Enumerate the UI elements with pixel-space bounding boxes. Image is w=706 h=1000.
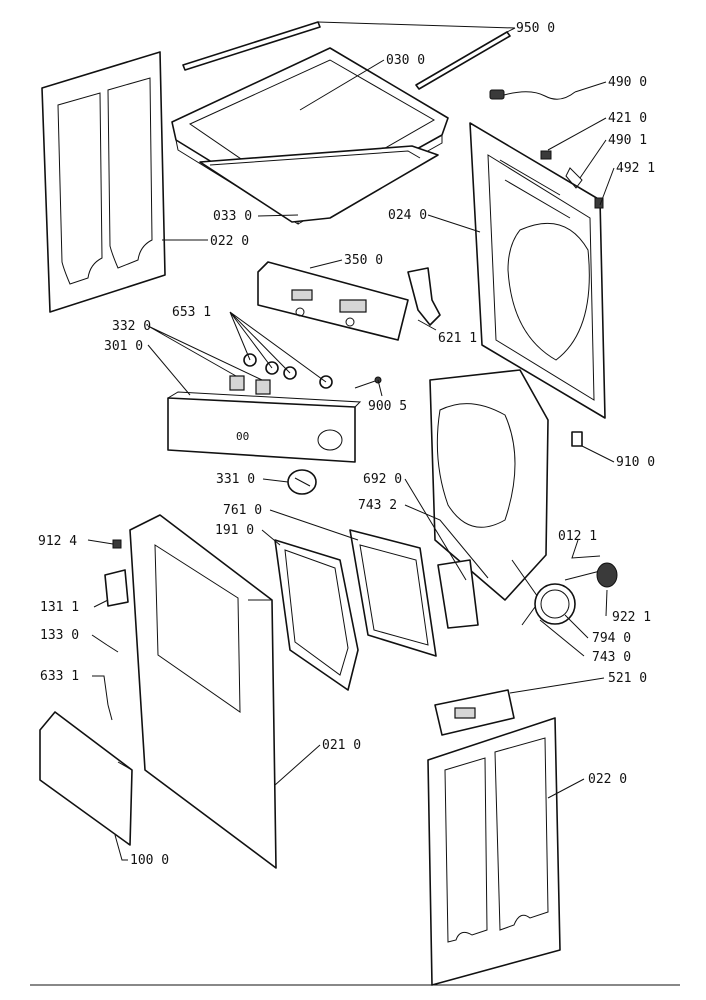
program-knob-part bbox=[287, 469, 317, 495]
label-100-0: 100 0 bbox=[130, 853, 169, 868]
seal-strip-part bbox=[182, 21, 511, 90]
door-gasket-part bbox=[274, 539, 359, 691]
screw-912-part bbox=[112, 539, 122, 549]
label-950-0: 950 0 bbox=[516, 21, 555, 36]
clip-part bbox=[594, 197, 604, 209]
power-cord-part bbox=[489, 89, 576, 100]
screw-part bbox=[354, 376, 382, 389]
label-131-1: 131 1 bbox=[40, 600, 79, 615]
lid-frame-part bbox=[199, 145, 439, 223]
label-621-1: 621 1 bbox=[438, 331, 477, 346]
screw-910-part bbox=[571, 431, 583, 447]
pin-133-part bbox=[106, 644, 119, 653]
bracket-part bbox=[407, 267, 441, 326]
label-133-0: 133 0 bbox=[40, 628, 79, 643]
label-653-1: 653 1 bbox=[172, 305, 211, 320]
label-912-4: 912 4 bbox=[38, 534, 77, 549]
label-633-1: 633 1 bbox=[40, 669, 79, 684]
label-033-0: 033 0 bbox=[213, 209, 252, 224]
label-350-0: 350 0 bbox=[344, 253, 383, 268]
label-743-0: 743 0 bbox=[592, 650, 631, 665]
panel-marking: 00 bbox=[236, 430, 249, 443]
label-030-0: 030 0 bbox=[386, 53, 425, 68]
lint-filter-part bbox=[349, 529, 437, 657]
label-301-0: 301 0 bbox=[104, 339, 143, 354]
label-900-5: 900 5 bbox=[368, 399, 407, 414]
door-part bbox=[39, 711, 133, 846]
electronic-board-part bbox=[434, 689, 515, 736]
label-191-0: 191 0 bbox=[215, 523, 254, 538]
control-board-part bbox=[257, 261, 409, 341]
label-022-0-top: 022 0 bbox=[210, 234, 249, 249]
label-761-0: 761 0 bbox=[223, 503, 262, 518]
label-021-0: 021 0 bbox=[322, 738, 361, 753]
front-panel-part bbox=[129, 514, 277, 869]
label-490-1: 490 1 bbox=[608, 133, 647, 148]
label-692-0: 692 0 bbox=[363, 472, 402, 487]
side-panel-left-part bbox=[41, 51, 166, 313]
insert-plate-part bbox=[437, 559, 479, 629]
label-922-1: 922 1 bbox=[612, 610, 651, 625]
label-421-0: 421 0 bbox=[608, 111, 647, 126]
label-521-0: 521 0 bbox=[608, 671, 647, 686]
hinge-part bbox=[104, 569, 129, 607]
part-labels: 950 0 030 0 490 0 421 0 490 1 492 1 033 … bbox=[38, 21, 655, 868]
pin-633-part bbox=[107, 704, 113, 721]
motor-assembly-part bbox=[534, 562, 618, 625]
label-331-0: 331 0 bbox=[216, 472, 255, 487]
label-024-0: 024 0 bbox=[388, 208, 427, 223]
filter-component-part bbox=[540, 150, 552, 160]
side-panel-right-part bbox=[427, 717, 561, 986]
label-022-0-bottom: 022 0 bbox=[588, 772, 627, 787]
button-set-part bbox=[229, 353, 333, 395]
cable-clamp-part bbox=[565, 167, 583, 189]
rear-panel-part bbox=[469, 122, 606, 419]
label-012-1: 012 1 bbox=[558, 529, 597, 544]
label-490-0: 490 0 bbox=[608, 75, 647, 90]
label-743-2: 743 2 bbox=[358, 498, 397, 513]
control-panel-fascia-part: 00 bbox=[167, 391, 362, 463]
label-910-0: 910 0 bbox=[616, 455, 655, 470]
label-332-0: 332 0 bbox=[112, 319, 151, 334]
label-492-1: 492 1 bbox=[616, 161, 655, 176]
leader-lines bbox=[87, 21, 615, 861]
label-794-0: 794 0 bbox=[592, 631, 631, 646]
